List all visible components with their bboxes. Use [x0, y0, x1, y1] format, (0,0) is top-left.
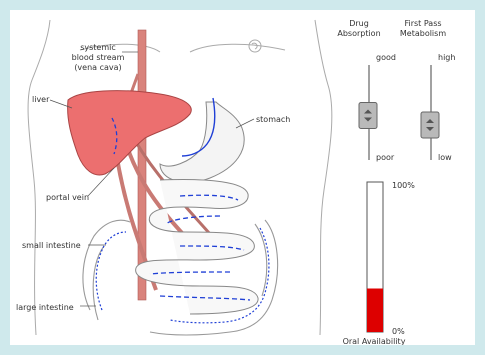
- first-pass-title-line1: First Pass: [404, 19, 441, 28]
- availability-top-label: 100%: [392, 181, 415, 190]
- first-pass-top-label: high: [438, 53, 455, 62]
- availability-bar-fill: [367, 289, 383, 333]
- label-small-intestine: small intestine: [22, 241, 81, 250]
- oral-availability-gauge: 100% 0% Oral Availability: [343, 181, 416, 345]
- availability-caption: Oral Availability: [343, 337, 406, 345]
- label-large-intestine: large intestine: [16, 303, 74, 312]
- first-pass-title-line2: Metabolism: [400, 29, 446, 38]
- drug-absorption-bottom-label: poor: [376, 153, 395, 162]
- drug-absorption-control: Drug Absorption good poor: [337, 19, 396, 162]
- label-systemic-line2: blood stream: [72, 53, 125, 62]
- main-panel: systemic blood stream (vena cava) liver …: [10, 10, 475, 345]
- first-pass-bottom-label: low: [438, 153, 452, 162]
- liver: [68, 91, 192, 175]
- drug-absorption-slider-thumb[interactable]: [359, 103, 377, 129]
- drug-absorption-top-label: good: [376, 53, 396, 62]
- label-systemic-line3: (vena cava): [74, 63, 121, 72]
- drug-absorption-title-line1: Drug: [349, 19, 369, 28]
- label-systemic-line1: systemic: [80, 43, 116, 52]
- first-pass-slider-thumb[interactable]: [421, 112, 439, 138]
- availability-bottom-label: 0%: [392, 327, 405, 336]
- diagram-canvas: systemic blood stream (vena cava) liver …: [10, 10, 475, 345]
- drug-absorption-title-line2: Absorption: [337, 29, 380, 38]
- label-liver: liver: [32, 95, 50, 104]
- first-pass-control: First Pass Metabolism high low: [400, 19, 456, 162]
- label-stomach: stomach: [256, 115, 290, 124]
- label-portal-vein: portal vein: [46, 193, 89, 202]
